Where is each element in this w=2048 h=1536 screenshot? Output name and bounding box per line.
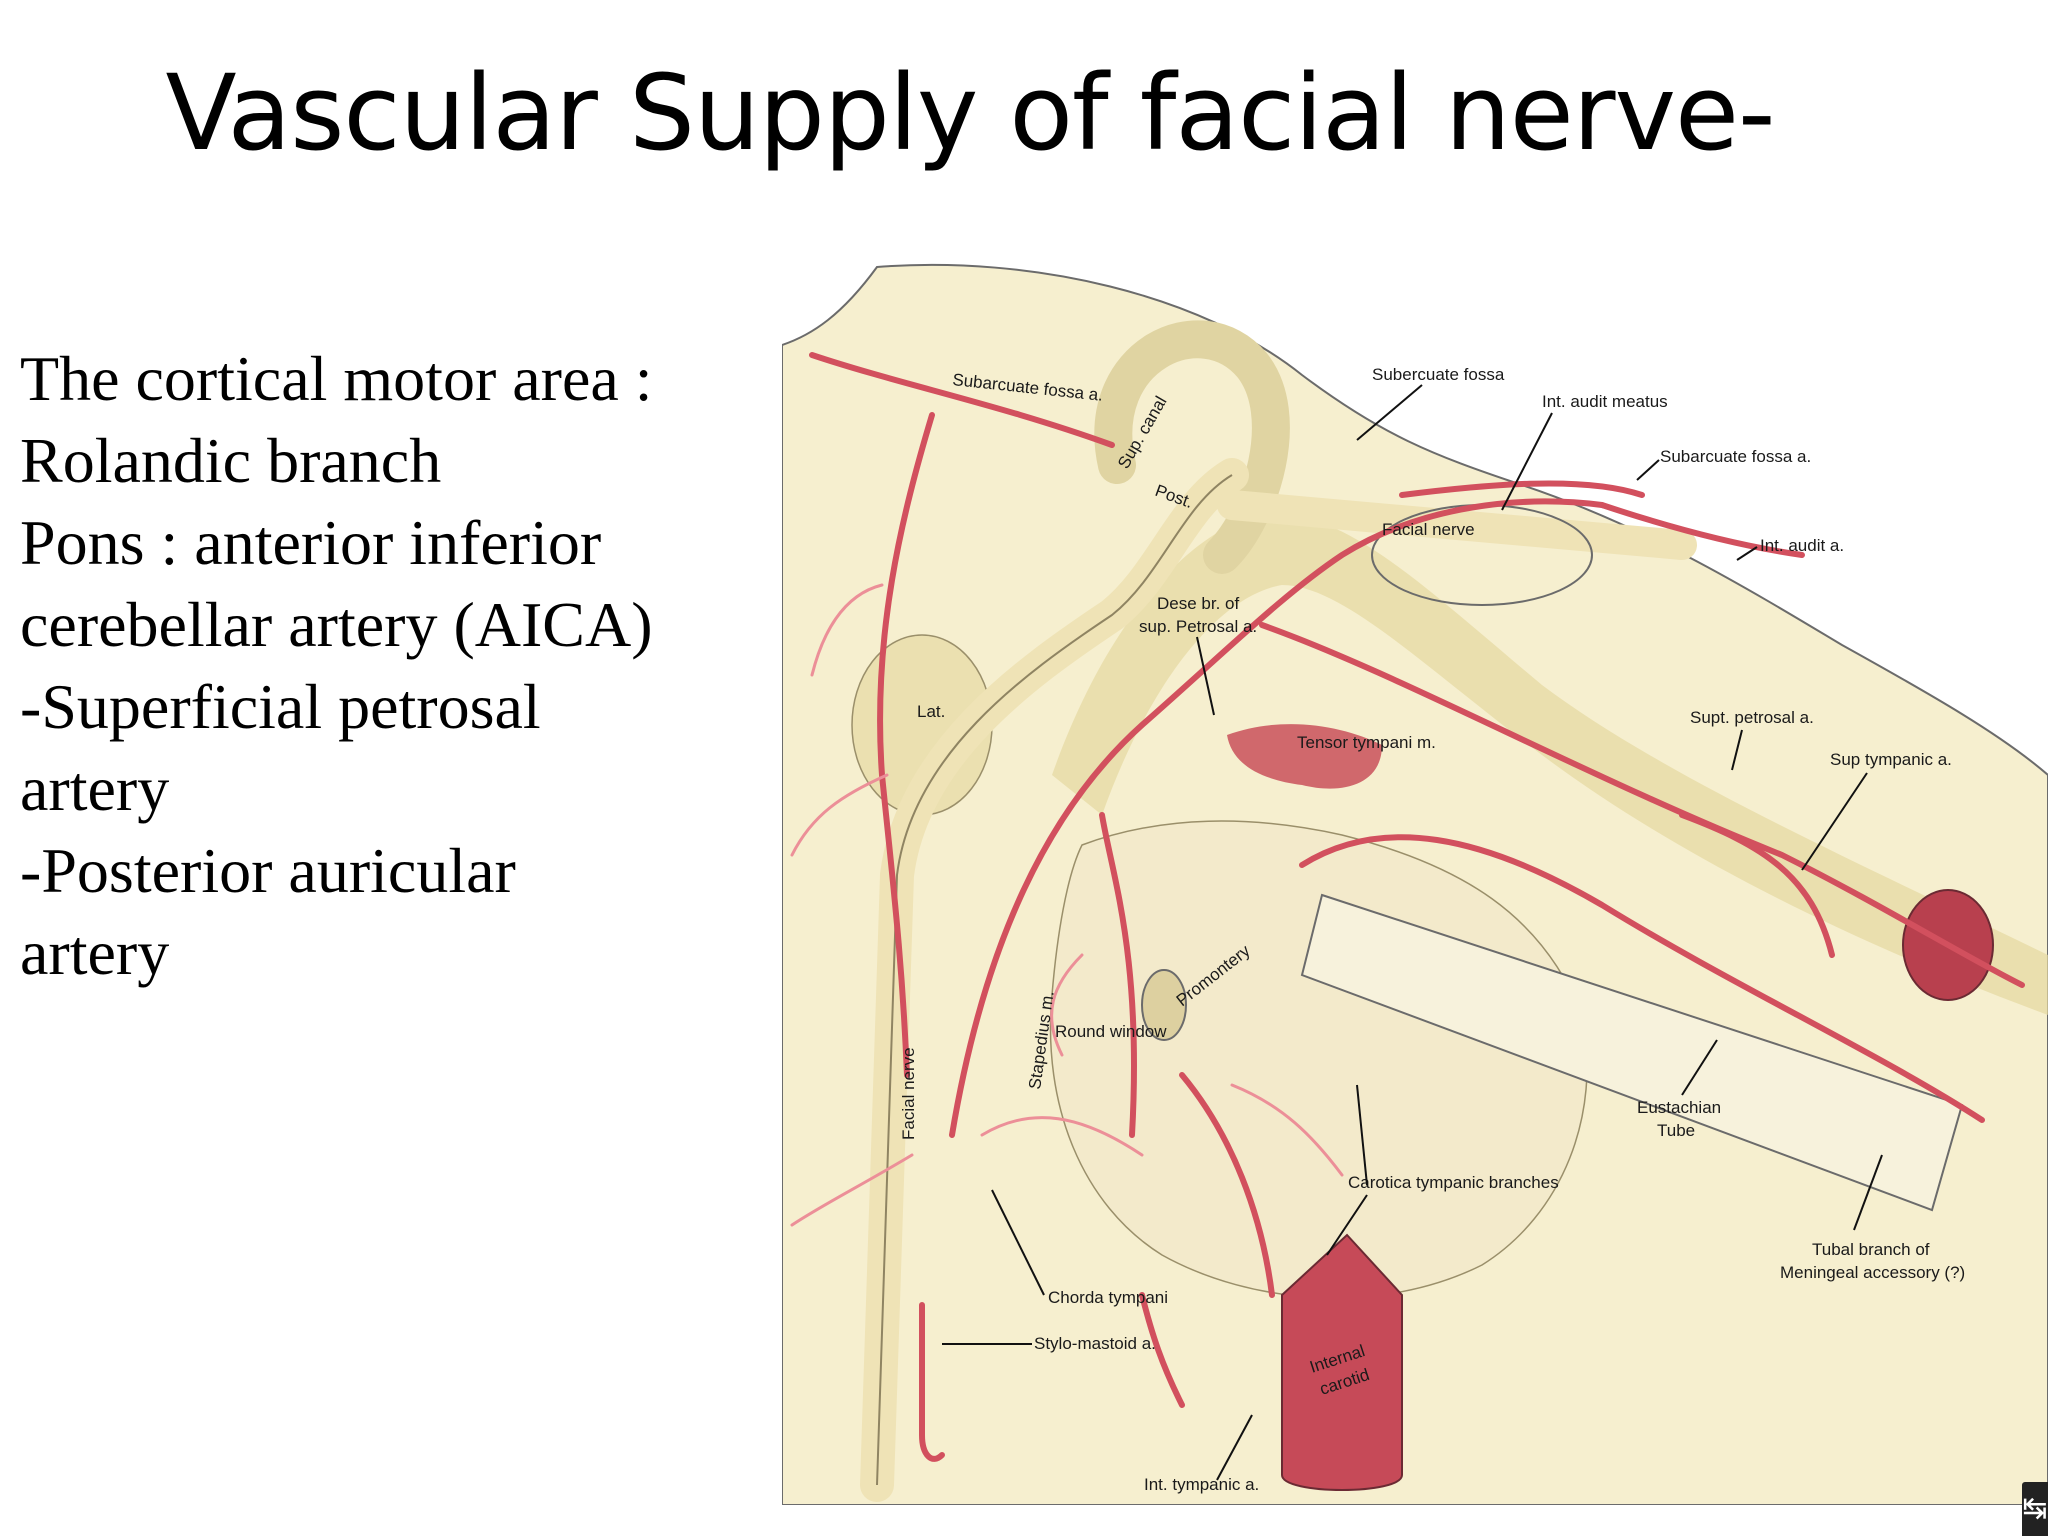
label-int-audit-a: Int. audit a. [1760, 536, 1844, 555]
stylomastoid-artery [919, 1302, 945, 1462]
bullet-line: cerebellar artery (AICA) [20, 589, 653, 660]
label-facial-nerve-top: Facial nerve [1382, 520, 1475, 539]
bullet-line: -Superficial petrosal [20, 671, 541, 742]
leader-line [1731, 729, 1743, 771]
artery-network [809, 352, 2025, 1462]
label-round-window: Round window [1055, 1022, 1167, 1041]
leader-line [1216, 1414, 1253, 1481]
fine-branch [790, 773, 889, 857]
leader-line [1196, 636, 1215, 716]
leader-line [1681, 1039, 1718, 1096]
bullet-line: Pons : anterior inferior [20, 507, 602, 578]
label-stylo-mastoid: Stylo-mastoid a. [1034, 1334, 1156, 1353]
label-lat: Lat. [917, 702, 945, 721]
label-tensor-tympani: Tensor tympani m. [1297, 733, 1436, 752]
int-tympanic-artery [1139, 1292, 1185, 1408]
leader-line [1356, 1084, 1368, 1186]
leader-lines [942, 384, 1883, 1481]
label-carotica-tympanic: Carotica tympanic branches [1348, 1173, 1559, 1192]
tensor-tympani-muscle [1227, 724, 1382, 789]
slide-title: Vascular Supply of facial nerve- [165, 52, 1775, 174]
label-tubal-line2: Meningeal accessory (?) [1780, 1263, 1965, 1282]
leader-line [1326, 1194, 1368, 1256]
tubal-meningeal-artery [1299, 834, 1985, 1123]
label-tubal-line1: Tubal branch of [1812, 1240, 1930, 1259]
label-subercuate-fossa: Subercuate fossa [1372, 365, 1505, 384]
label-int-tympanic-a: Int. tympanic a. [1144, 1475, 1259, 1494]
anatomy-illustration: Subarcuate fossa a. Sup. canal Post. Sub… [782, 255, 2048, 1505]
label-facial-nerve-left: Facial nerve [899, 1047, 918, 1140]
leader-line [1853, 1154, 1883, 1231]
sup-tympanic-artery [1679, 812, 1835, 958]
label-chorda-tympani: Chorda tympani [1048, 1288, 1168, 1307]
leader-line [1501, 412, 1553, 511]
subarcuate-fossa-artery-right [1399, 480, 1645, 498]
int-audit-artery [1599, 502, 1805, 558]
facial-nerve-vascular-diagram: Subarcuate fossa a. Sup. canal Post. Sub… [782, 263, 2048, 1505]
bullet-line: The cortical motor area : [20, 343, 653, 414]
fine-branch [1050, 953, 1084, 1057]
fine-branch [790, 1153, 914, 1227]
label-supt-petrosal-a: Supt. petrosal a. [1690, 708, 1814, 727]
leader-line [991, 1189, 1045, 1296]
carotica-tympanic-branch [1179, 1072, 1275, 1298]
leader-line [1356, 384, 1423, 441]
eustachian-tube [1300, 893, 1964, 1212]
label-dese-br-line2: sup. Petrosal a. [1139, 617, 1257, 636]
promontory-branch [1099, 812, 1137, 1138]
artery-descending-left [877, 412, 935, 1078]
round-window [1141, 969, 1187, 1041]
bullet-line: artery [20, 753, 170, 824]
label-dese-br-line1: Dese br. of [1157, 594, 1239, 613]
bullet-line: Rolandic branch [20, 425, 442, 496]
leader-line [1801, 772, 1868, 871]
facial-nerve-horizontal [1217, 490, 1697, 560]
bullet-line: -Posterior auricular [20, 835, 516, 906]
subarcuate-fossa-artery-left [809, 352, 1115, 448]
internal-carotid-artery [1281, 1233, 1403, 1491]
leader-line [1636, 459, 1660, 481]
label-int-audit-meatus: Int. audit meatus [1542, 392, 1668, 411]
slide-nav-icon[interactable]: ↹ [2022, 1482, 2048, 1536]
label-subarcuate-fossa-a-right: Subarcuate fossa a. [1660, 447, 1811, 466]
leader-line [1736, 546, 1758, 561]
label-eustachian-line2: Tube [1657, 1121, 1695, 1140]
fine-branch [810, 583, 884, 677]
bullet-text: The cortical motor area : Rolandic branc… [20, 338, 720, 994]
facial-nerve-vertical-outline [876, 474, 1233, 1486]
fine-branch [1230, 1083, 1344, 1177]
label-eustachian-line1: Eustachian [1637, 1098, 1721, 1117]
fine-branch [980, 1116, 1144, 1157]
label-sup-tympanic-a: Sup tympanic a. [1830, 750, 1952, 769]
superficial-petrosal-artery [949, 498, 1605, 1138]
bullet-line: artery [20, 917, 170, 988]
artery-fine-branches [790, 583, 1344, 1227]
